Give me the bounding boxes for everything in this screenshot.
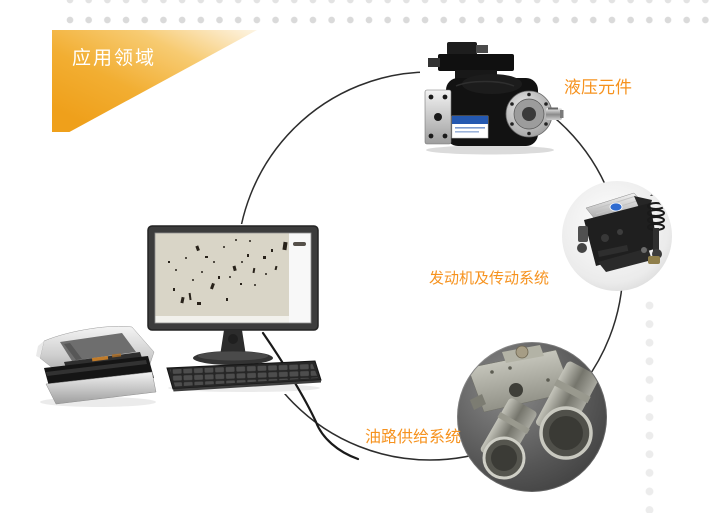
label-hydraulic-components: 液压元件 [564,78,632,97]
pipes-cap-knob [515,345,529,359]
monitor [147,225,319,365]
engine-pulley-2 [617,229,623,235]
pipe-right-bore [549,416,583,450]
keyboard-keys [170,362,318,387]
scanner-lid-stripe [64,343,82,360]
label-engine-transmission: 发动机及传动系统 [429,270,550,287]
engine-pulley-1 [601,234,609,242]
screen-bottom-strip [155,316,289,323]
pump-label-line1 [455,127,485,129]
pipes-circle-rim [457,342,607,492]
monitor-screen [155,233,311,323]
keyboard-front-edge [173,380,321,392]
pipes-artwork [467,345,599,480]
keyboard [166,360,322,392]
pump-shadow [426,145,554,155]
strut-joint [641,247,647,253]
label-oil-supply: 油路供给系统 [365,429,462,446]
pump-riser [455,70,497,80]
particle-specks [168,239,288,305]
pump-shaft-tip [560,110,564,118]
page-title: 应用领域 [72,48,157,69]
engine-detail-bar [597,244,629,258]
engine-artwork [577,188,665,272]
hydraulic-pump-image [424,42,564,155]
cable [261,331,360,461]
pump-shaft [546,108,562,120]
pump-highlight [455,80,515,87]
pipes-image [457,342,607,492]
pipes-port [509,383,523,397]
pump-left-nub [428,58,440,67]
pump-label-line2 [455,131,479,133]
strut-bracket [648,256,660,264]
strut-rod [653,228,659,252]
scanner [36,325,157,407]
strut-top-mount [650,188,662,196]
pump-flange-bolts [510,92,548,136]
pump-top-valve [447,42,477,55]
engine-left-accessory [578,226,588,242]
scanner-left-edge [36,341,44,358]
screen-border [154,232,312,324]
engine-oil-pan [598,248,652,272]
scanner-brand-text [91,356,109,362]
pump-label-band [452,116,488,124]
scanner-brand-text-2 [111,353,122,358]
strut-spring [647,202,665,231]
pump-shaft-key [548,107,558,110]
stand-hinge [228,334,238,344]
monitor-base-top [198,351,268,361]
pump-hub [522,107,536,121]
engine-image [562,181,672,291]
pump-plate-holes [428,94,448,139]
pump-top-fitting [476,45,488,53]
top-dots-row-1 [66,0,716,5]
engine-logo [609,202,623,212]
scanner-base [45,371,157,405]
workstation-image [36,225,322,407]
screen-white-strip [289,233,311,323]
pipes-bolts [490,366,550,382]
screen-toolbar-mark [293,242,306,246]
scanner-mid-gloss [46,360,147,376]
engine-left-pulley [577,243,587,253]
pump-valve-block [438,54,514,71]
pump-body-hump [462,74,522,94]
pipes-bracket [470,394,486,410]
pipe-left-bore [491,445,517,471]
top-dots-row-2 [66,16,716,25]
right-dots-column [645,301,654,513]
